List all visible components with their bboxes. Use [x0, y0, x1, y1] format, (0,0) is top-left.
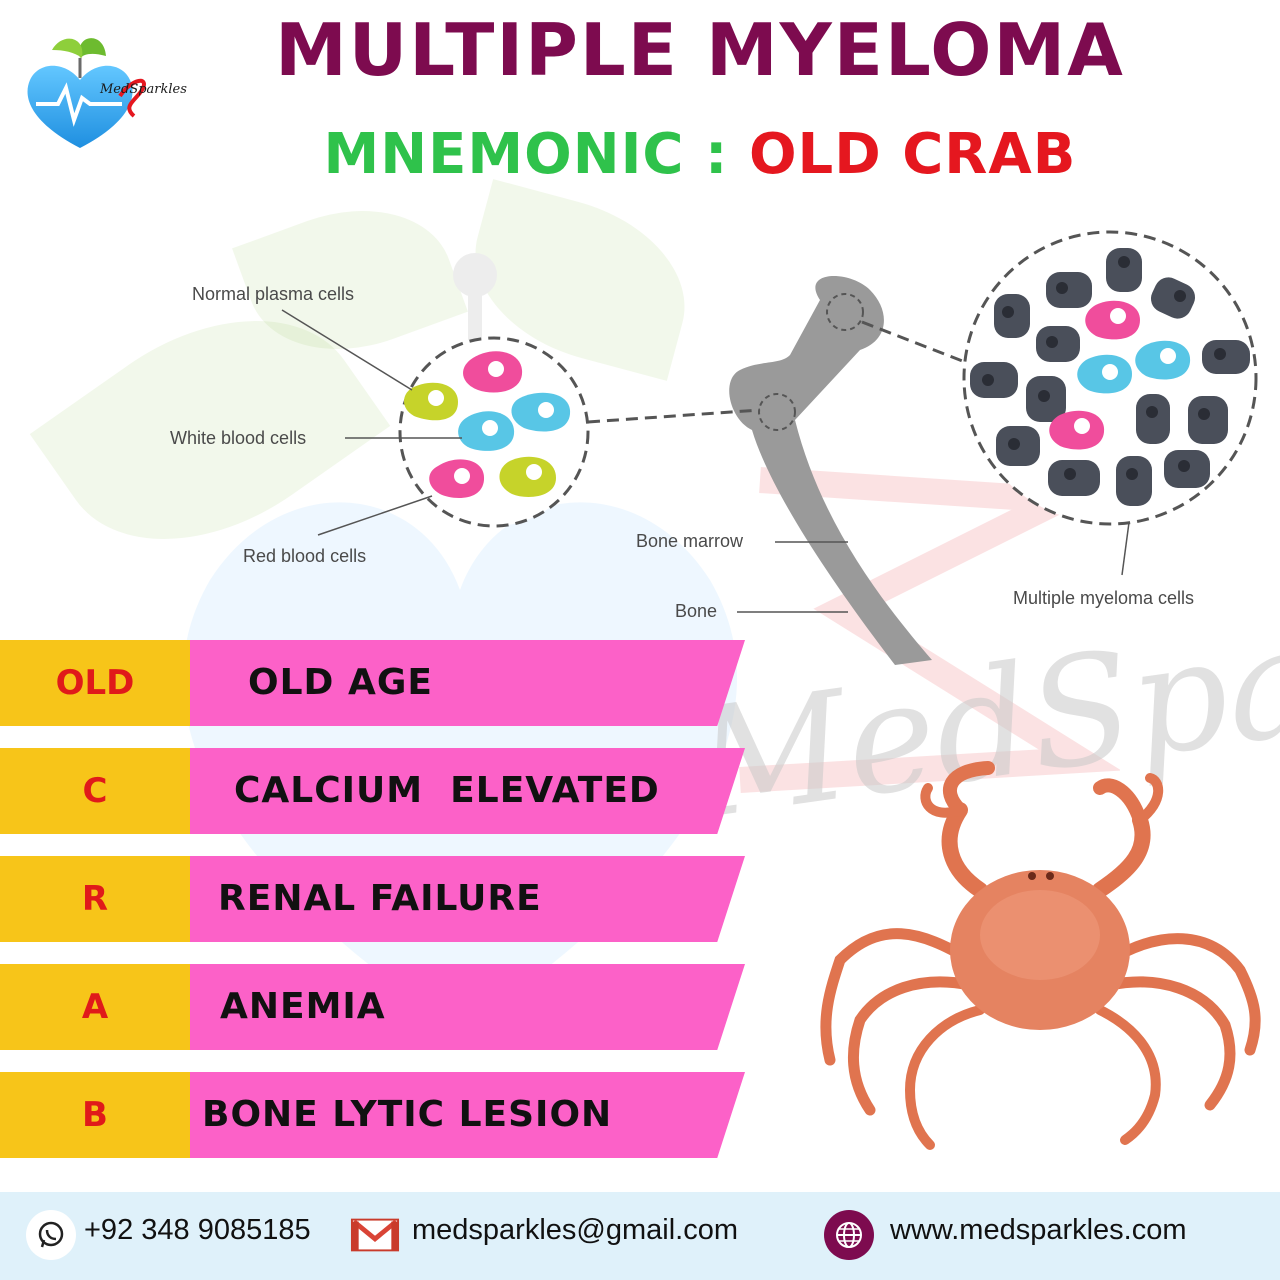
whatsapp-icon [26, 1210, 76, 1260]
website-link[interactable]: www.medsparkles.com [890, 1214, 1187, 1246]
subtitle-highlight: OLD CRAB [748, 122, 1077, 187]
bone-marrow-circle-lower [758, 393, 796, 431]
bone-marrow-circle-upper [826, 293, 864, 331]
label-multiple-myeloma-cells: Multiple myeloma cells [1013, 588, 1195, 608]
crab-illustration [820, 761, 1261, 1150]
label-bone: Bone [675, 601, 718, 621]
gmail-icon [350, 1210, 400, 1260]
label-normal-plasma-cells: Normal plasma cells [192, 284, 355, 304]
normal-cells [404, 351, 571, 499]
bone-shape [729, 276, 932, 665]
logo-text: MedSparkles [100, 82, 187, 97]
page-subtitle: MNEMONIC : OLD CRAB [200, 122, 1200, 187]
email-address[interactable]: medsparkles@gmail.com [412, 1214, 738, 1246]
label-red-blood-cells: Red blood cells [243, 546, 367, 566]
mnemonic-letter: C [0, 748, 190, 834]
mnemonic-letter: B [0, 1072, 190, 1158]
subtitle-prefix: MNEMONIC [323, 122, 685, 187]
label-white-blood-cells: White blood cells [170, 428, 307, 448]
mnemonic-row-r: R RENAL FAILURE [0, 856, 745, 942]
mnemonic-row-b: B BONE LYTIC LESION [0, 1072, 745, 1158]
logo: MedSparkles [22, 28, 187, 153]
mnemonic-text: BONE LYTIC LESION [202, 1094, 613, 1135]
myeloma-diagram [281, 230, 1258, 665]
mnemonic-text: CALCIUM ELEVATED [234, 770, 660, 811]
page-title: MULTIPLE MYELOMA [275, 8, 1125, 92]
heart-logo-icon [27, 38, 146, 148]
globe-icon [824, 1210, 874, 1260]
mnemonic-row-a: A ANEMIA [0, 964, 745, 1050]
phone-number[interactable]: +92 348 9085185 [84, 1214, 311, 1246]
mnemonic-letter: R [0, 856, 190, 942]
mnemonic-row-old: OLD OLD AGE [0, 640, 745, 726]
mnemonic-letter: OLD [0, 640, 190, 726]
contact-footer: +92 348 9085185 medsparkles@gmail.com ww… [0, 1192, 1280, 1280]
mnemonic-row-c: C CALCIUM ELEVATED [0, 748, 745, 834]
subtitle-separator: : [705, 122, 729, 187]
mnemonic-letter: A [0, 964, 190, 1050]
mnemonic-text: OLD AGE [248, 662, 433, 703]
label-bone-marrow: Bone marrow [636, 531, 744, 551]
mnemonic-text: ANEMIA [220, 986, 386, 1027]
mnemonic-text: RENAL FAILURE [218, 878, 542, 919]
